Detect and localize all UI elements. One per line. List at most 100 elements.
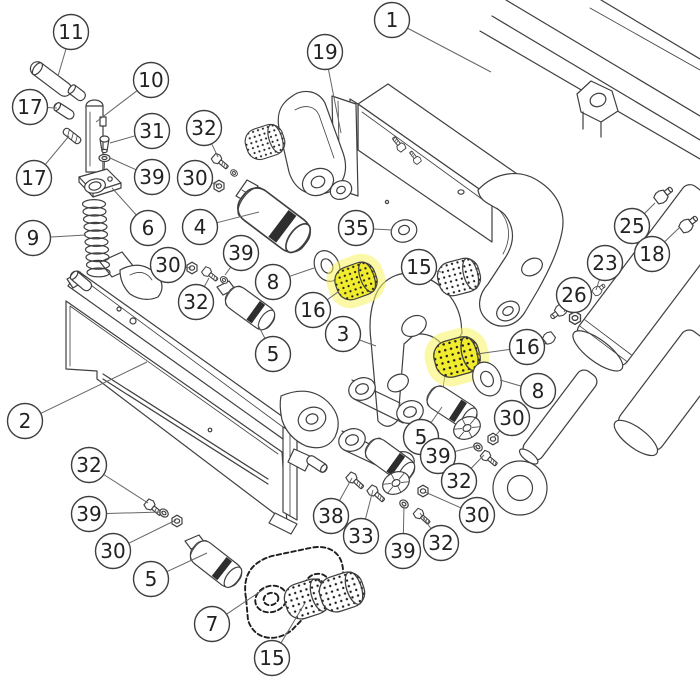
balloon-1-12: 1: [373, 1, 411, 39]
balloon-circle: [14, 219, 52, 257]
balloon-number: 25: [619, 214, 644, 238]
balloon-number: 8: [532, 379, 545, 403]
leader-line-32-38: [103, 474, 149, 504]
balloon-number: 11: [58, 20, 83, 44]
leader-line-8-15: [289, 267, 315, 277]
balloon-23-25: 23: [586, 244, 624, 282]
balloon-circle: [586, 244, 624, 282]
balloon-16-27: 16: [508, 328, 546, 366]
balloon-number: 32: [191, 116, 216, 140]
leader-line-30-18: [185, 266, 192, 269]
leader-line-8-28: [499, 379, 521, 387]
balloon-number: 39: [228, 241, 253, 265]
balloon-circle: [613, 207, 651, 245]
leader-line-32-8: [211, 143, 219, 158]
part-pin-17a: [53, 102, 75, 120]
balloon-10-2: 10: [132, 61, 170, 99]
leader-line-18-24: [664, 227, 680, 242]
balloon-number: 7: [206, 612, 219, 636]
leader-line-17-5: [45, 135, 70, 165]
part-arm-casting: [241, 90, 418, 243]
balloon-circle: [94, 532, 132, 570]
balloon-7-42: 7: [193, 605, 231, 643]
leader-line-25-23: [644, 202, 656, 214]
balloon-number: 32: [76, 453, 101, 477]
balloon-circle: [373, 1, 411, 39]
balloon-number: 2: [19, 409, 32, 433]
balloon-25-23: 25: [613, 207, 651, 245]
balloon-circle: [422, 524, 460, 562]
balloon-circle: [254, 263, 292, 301]
balloon-number: 15: [406, 255, 431, 279]
leader-line-11-0: [57, 49, 67, 77]
balloon-number: 32: [428, 531, 453, 555]
balloon-circle: [70, 446, 108, 484]
balloon-30-40: 30: [94, 532, 132, 570]
leader-line-16-27: [476, 349, 510, 355]
leader-line-32-19: [204, 277, 210, 287]
balloon-33-35: 33: [342, 517, 380, 555]
balloon-circle: [149, 246, 187, 284]
balloon-circle: [419, 437, 457, 475]
balloon-5-41: 5: [132, 560, 170, 598]
balloon-39-36: 39: [384, 532, 422, 570]
balloon-number: 30: [182, 166, 207, 190]
leader-line-30-40: [128, 519, 177, 544]
leader-line-9-7: [50, 234, 87, 238]
balloon-38-34: 38: [312, 497, 350, 535]
balloon-32-37: 32: [422, 524, 460, 562]
leader-line-30-9: [212, 182, 220, 186]
leader-line-1-12: [407, 27, 492, 73]
balloon-number: 3: [337, 322, 350, 346]
leader-line-3-20: [359, 339, 377, 347]
leader-line-5-30: [430, 406, 443, 423]
callout-balloons: 1117103139176932304191351581639303235225…: [6, 1, 671, 677]
balloon-circle: [337, 209, 375, 247]
balloon-circle: [400, 248, 438, 286]
leader-line-38-34: [339, 477, 353, 501]
balloon-15-43: 15: [253, 639, 291, 677]
leader-line-5-41: [167, 552, 208, 572]
balloon-30-33: 30: [458, 496, 496, 534]
leader-line-23-25: [595, 279, 600, 291]
leader-line-4-10: [217, 211, 260, 224]
leader-line-32-32: [471, 454, 485, 469]
balloon-circle: [129, 209, 167, 247]
balloon-6-6: 6: [129, 209, 167, 247]
balloon-32-38: 32: [70, 446, 108, 484]
leader-line-39-39: [106, 511, 163, 515]
balloon-circle: [253, 639, 291, 677]
balloon-number: 32: [183, 290, 208, 314]
balloon-18-24: 18: [633, 235, 671, 273]
balloon-number: 30: [499, 406, 524, 430]
leader-line-16-16: [327, 291, 339, 300]
balloon-5-21: 5: [254, 335, 292, 373]
balloon-39-31: 39: [419, 437, 457, 475]
part-pin-5c: [184, 534, 247, 593]
balloon-number: 19: [312, 40, 337, 64]
balloon-number: 15: [259, 646, 284, 670]
balloon-circle: [458, 496, 496, 534]
leader-line-7-42: [226, 588, 265, 615]
leader-line-39-17: [224, 267, 231, 276]
leader-line-35-13: [373, 228, 393, 231]
balloon-30-9: 30: [176, 159, 214, 197]
balloon-8-15: 8: [254, 263, 292, 301]
leader-line-39-36: [402, 504, 405, 534]
part-hydraulic-cylinder: [492, 183, 700, 516]
part-bolt-31: [99, 135, 110, 154]
leader-line-39-31: [455, 445, 477, 452]
balloon-circle: [193, 605, 231, 643]
balloon-number: 5: [145, 567, 158, 591]
balloon-circle: [440, 462, 478, 500]
part-washer-35: [390, 219, 418, 243]
balloon-number: 39: [390, 539, 415, 563]
balloon-35-13: 35: [337, 209, 375, 247]
balloon-30-18: 30: [149, 246, 187, 284]
balloon-circle: [555, 276, 593, 314]
balloon-number: 9: [27, 226, 40, 250]
balloon-circle: [324, 315, 362, 353]
balloon-number: 33: [348, 524, 373, 548]
balloon-circle: [519, 372, 557, 410]
balloon-number: 5: [415, 425, 428, 449]
